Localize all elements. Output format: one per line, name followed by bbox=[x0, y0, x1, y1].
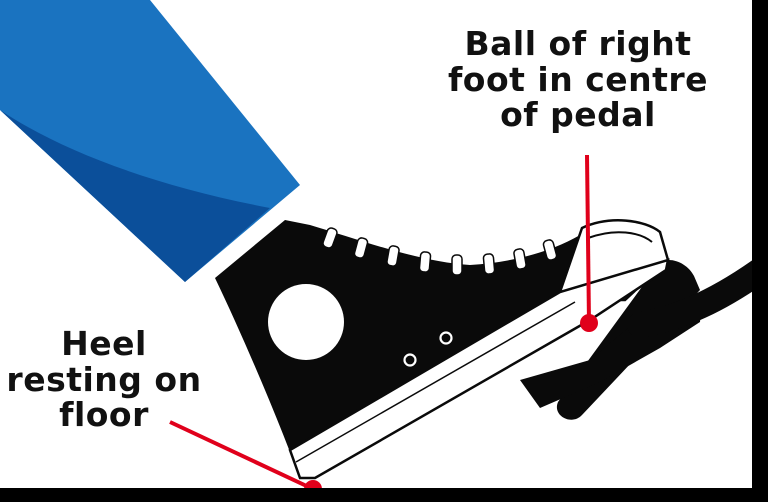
ball-annotation-line-1: Ball of right bbox=[464, 24, 692, 63]
high-top-sneaker-icon bbox=[215, 219, 670, 480]
heel-annotation-line-3: floor bbox=[59, 395, 149, 435]
ball-annotation-line-3: of pedal bbox=[500, 95, 656, 135]
ball-annotation: Ball of right foot in centre of pedal bbox=[438, 26, 718, 133]
jeans-leg-icon bbox=[0, 0, 300, 282]
heel-annotation-line-2: resting on bbox=[6, 359, 202, 399]
ball-annotation-line-2: foot in centre bbox=[447, 59, 709, 99]
ball-marker bbox=[580, 154, 598, 332]
heel-annotation: Heel resting on floor bbox=[0, 326, 208, 433]
heel-annotation-line-1: Heel bbox=[61, 324, 147, 363]
